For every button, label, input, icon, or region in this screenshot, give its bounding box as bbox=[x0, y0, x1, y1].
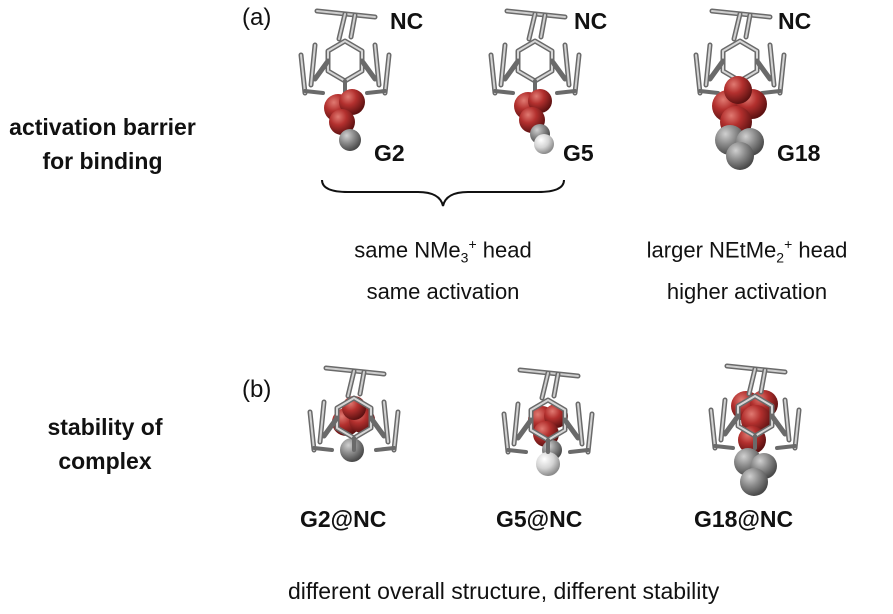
nc-g2-molecule bbox=[280, 6, 410, 151]
complex-label-g18nc: G18@NC bbox=[694, 506, 794, 532]
complex-label-g5nc: G5@NC bbox=[496, 506, 583, 532]
nc-g18-molecule bbox=[670, 6, 810, 170]
grouping-brace bbox=[321, 179, 565, 207]
stability-title-line1: stability of bbox=[47, 414, 163, 440]
guest-label-g5: G5 bbox=[563, 140, 594, 166]
note-larger-head-line1: larger NEtMe2+ head bbox=[646, 236, 848, 266]
note-larger-head-line2: higher activation bbox=[666, 278, 828, 304]
note-larger-head: larger NEtMe2+ head higher activation bbox=[612, 228, 882, 308]
g2-nc-complex bbox=[294, 372, 414, 462]
host-label-nc-2: NC bbox=[574, 8, 608, 34]
activation-barrier-title-line2: for binding bbox=[42, 148, 163, 174]
stability-title-line2: complex bbox=[58, 448, 152, 474]
complex-label-g2nc: G2@NC bbox=[300, 506, 387, 532]
host-label-nc-1: NC bbox=[390, 8, 424, 34]
g5-nc-complex bbox=[488, 372, 608, 476]
stability-title: stability of complex bbox=[10, 410, 200, 478]
guest-label-g2: G2 bbox=[374, 140, 405, 166]
note-same-head-line2: same activation bbox=[366, 278, 520, 304]
activation-barrier-title: activation barrier for binding bbox=[0, 110, 205, 178]
note-same-head-line1: same NMe3+ head bbox=[354, 236, 532, 266]
panel-b-caption: different overall structure, different s… bbox=[288, 578, 720, 604]
note-same-head: same NMe3+ head same activation bbox=[312, 228, 574, 308]
nc-g5-molecule bbox=[470, 6, 600, 154]
guest-label-g18: G18 bbox=[777, 140, 821, 166]
host-label-nc-3: NC bbox=[778, 8, 812, 34]
panel-b-tag: (b) bbox=[242, 376, 272, 403]
panel-a-tag: (a) bbox=[242, 4, 272, 31]
activation-barrier-title-line1: activation barrier bbox=[9, 114, 196, 140]
g18-nc-complex bbox=[690, 366, 820, 496]
